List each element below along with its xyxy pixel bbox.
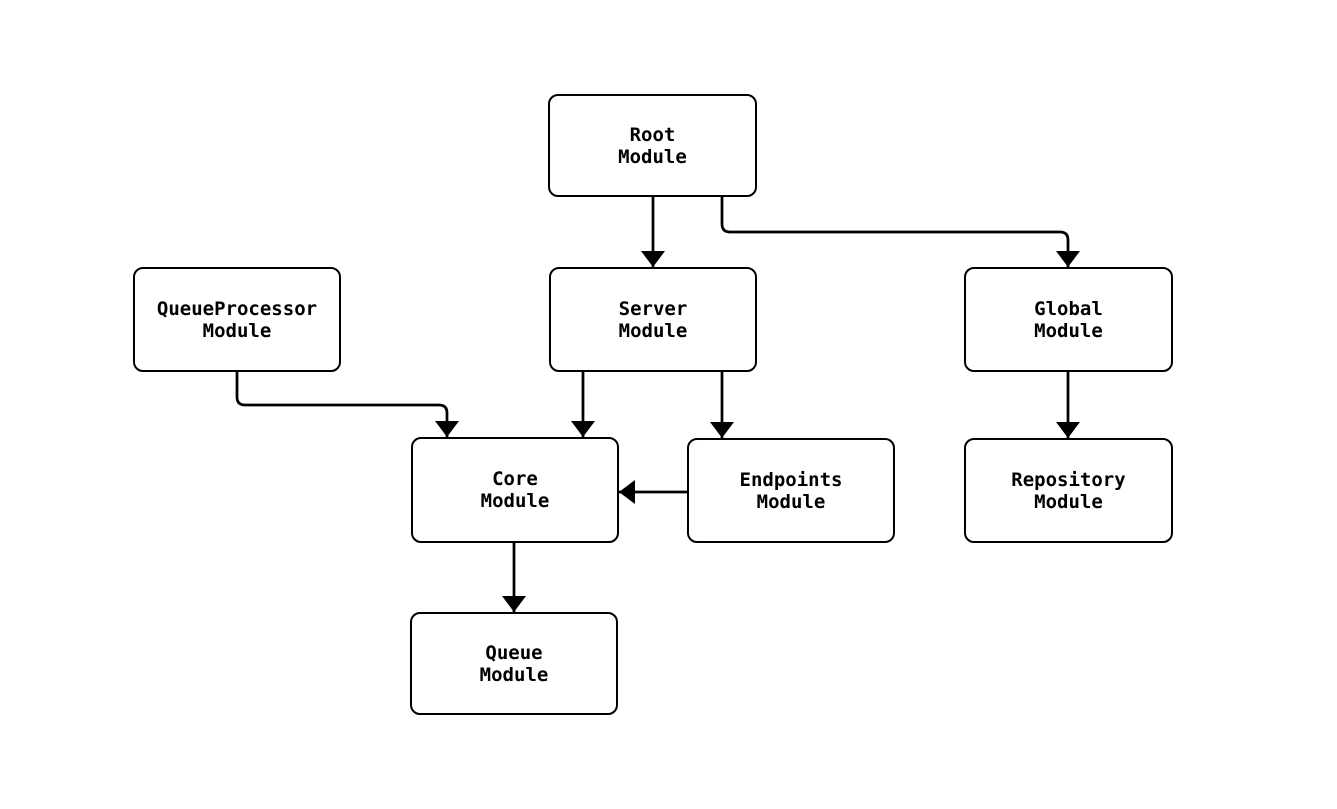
node-root-module: Root Module [548, 94, 757, 197]
node-queue-module: Queue Module [410, 612, 618, 715]
node-server-module-label: Server Module [618, 297, 688, 342]
node-endpoints-module: Endpoints Module [687, 438, 895, 543]
node-core-module: Core Module [411, 437, 619, 543]
node-queueprocessor-module: QueueProcessor Module [133, 267, 341, 372]
edge-root-to-global [720, 197, 1080, 267]
edge-queueprocessor-to-core [235, 372, 459, 437]
node-queue-module-label: Queue Module [479, 641, 549, 686]
node-repository-module: Repository Module [964, 438, 1173, 543]
node-endpoints-module-label: Endpoints Module [739, 468, 843, 513]
node-global-module: Global Module [964, 267, 1173, 372]
node-global-module-label: Global Module [1034, 297, 1103, 342]
node-server-module: Server Module [549, 267, 757, 372]
node-repository-module-label: Repository Module [1011, 468, 1126, 513]
node-core-module-label: Core Module [480, 468, 550, 512]
node-root-module-label: Root Module [618, 123, 687, 168]
node-queueprocessor-module-label: QueueProcessor Module [156, 297, 318, 342]
